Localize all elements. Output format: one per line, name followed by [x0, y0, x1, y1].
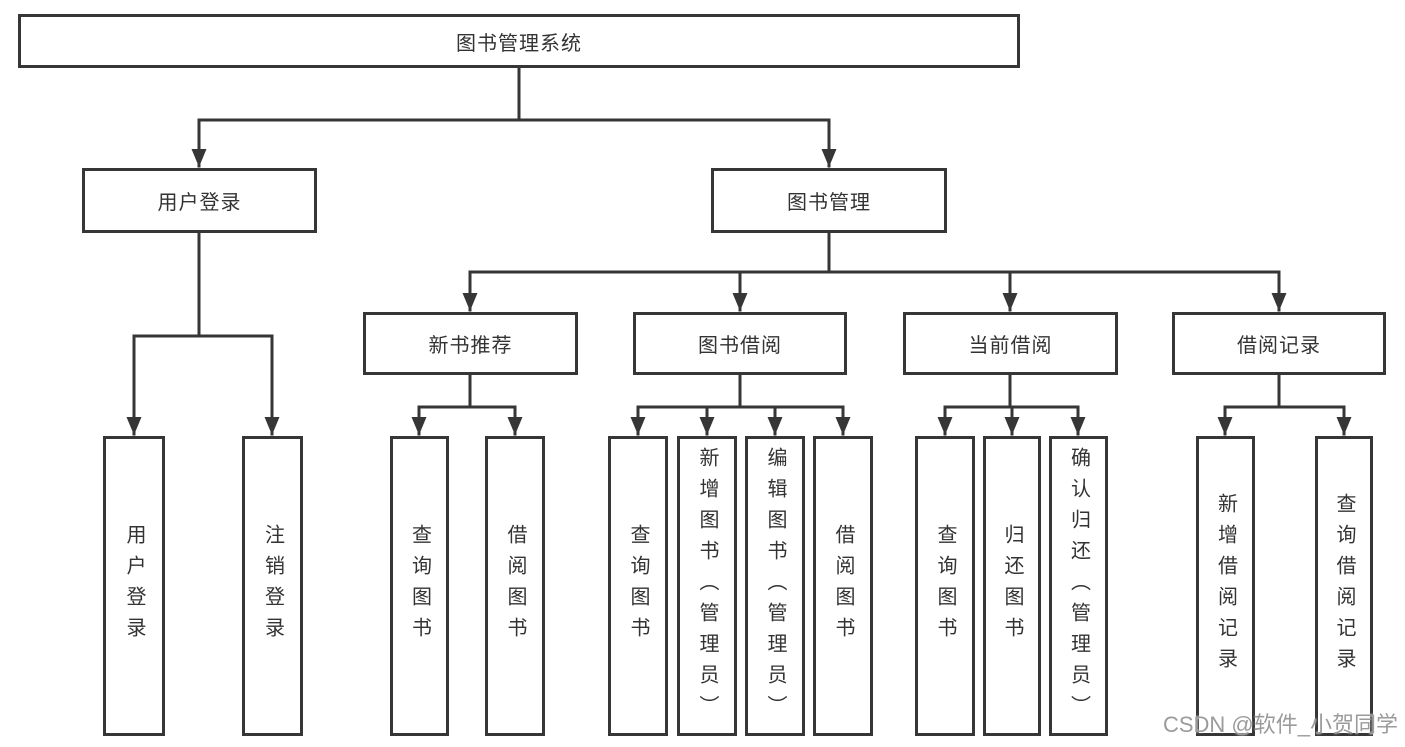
node-root: 图书管理系统 — [18, 14, 1020, 68]
csdn-watermark: CSDN @软件_小贺同学 — [1162, 712, 1398, 737]
leaf-query-books-recommend: 查询图书 — [390, 436, 449, 736]
node-new-book-recommend: 新书推荐 — [363, 312, 578, 375]
leaf-user-login: 用户登录 — [103, 436, 165, 736]
node-current-borrowing: 当前借阅 — [903, 312, 1118, 375]
leaf-query-books-current: 查询图书 — [915, 436, 975, 736]
node-book-borrowing: 图书借阅 — [633, 312, 847, 375]
node-book-management: 图书管理 — [711, 168, 947, 233]
leaf-logout: 注销登录 — [242, 436, 303, 736]
node-borrow-records: 借阅记录 — [1172, 312, 1386, 375]
leaf-borrow-books-recommend: 借阅图书 — [485, 436, 545, 736]
leaf-borrow-books: 借阅图书 — [813, 436, 873, 736]
leaf-query-books-borrowing: 查询图书 — [608, 436, 668, 736]
leaf-return-books: 归还图书 — [983, 436, 1041, 736]
node-user-login: 用户登录 — [82, 168, 317, 233]
leaf-add-books-admin: 新增图书（管理员） — [677, 436, 737, 736]
leaf-edit-books-admin: 编辑图书（管理员） — [745, 436, 805, 736]
leaf-confirm-return-admin: 确认归还（管理员） — [1049, 436, 1108, 736]
leaf-add-borrow-record: 新增借阅记录 — [1196, 436, 1255, 736]
leaf-query-borrow-record: 查询借阅记录 — [1315, 436, 1373, 736]
